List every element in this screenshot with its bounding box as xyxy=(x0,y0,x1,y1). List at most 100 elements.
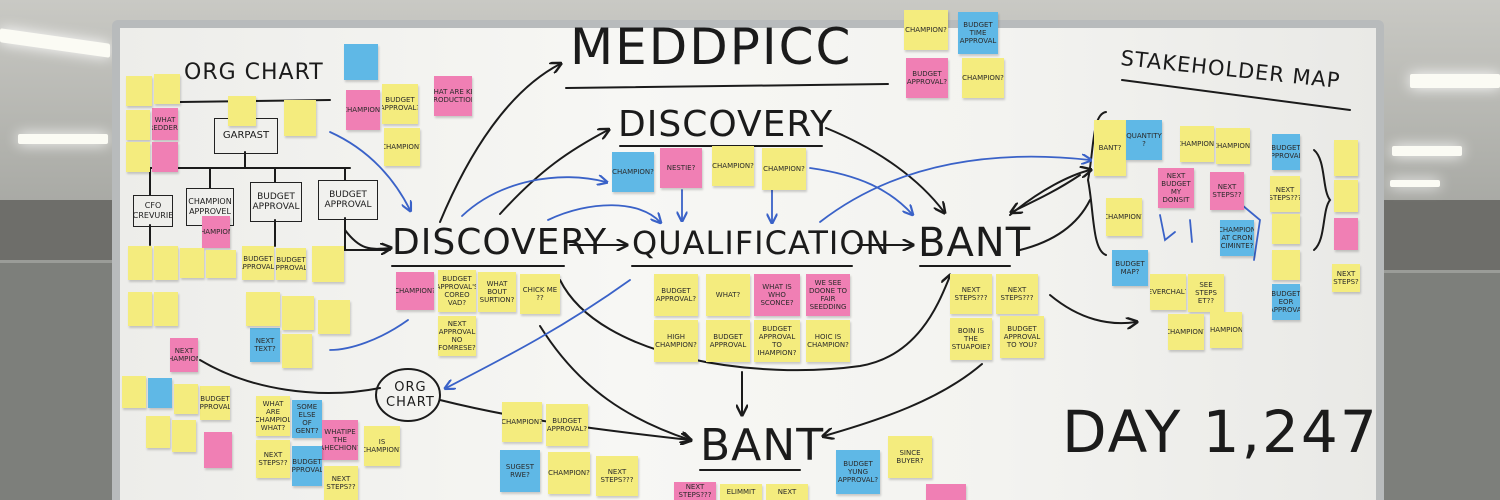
sticky-note-unreadable xyxy=(1272,214,1300,244)
arrow-top-bant xyxy=(825,127,944,212)
org-box-budget-approval: BUDGET APPROVAL xyxy=(250,182,302,222)
sticky-note-unreadable xyxy=(282,296,314,330)
sticky-note: SUGEST RWE? xyxy=(500,450,540,492)
sticky-note-unreadable xyxy=(1272,250,1300,280)
qualification-label: QUALIFICATION xyxy=(632,224,891,262)
blue-arrow xyxy=(446,279,631,388)
sticky-note: HIGH CHAMPION? xyxy=(654,320,698,362)
arrow-org-down xyxy=(344,229,390,249)
sticky-note: CHAMPION? xyxy=(384,128,420,166)
arrow-disc-title xyxy=(439,64,560,223)
sticky-note: NEXT STEPS??? xyxy=(1270,176,1300,212)
stake-bracket-right xyxy=(1313,149,1332,251)
sticky-note: QUANTITY ? xyxy=(1126,120,1162,160)
sticky-note: "CHAMPION?" xyxy=(548,452,590,494)
sticky-note-unreadable xyxy=(206,250,236,278)
sticky-note: NEXT BUDGET MY DONSIT xyxy=(1158,168,1194,208)
arrow-bant-circle xyxy=(1019,199,1091,251)
org-chart-circle xyxy=(375,368,441,422)
ceiling-light xyxy=(1390,180,1440,187)
sticky-note-unreadable xyxy=(1334,140,1358,176)
sticky-note-unreadable xyxy=(154,74,180,104)
sticky-note-unreadable xyxy=(312,246,344,282)
sticky-note: IS CHAMPION? xyxy=(364,426,400,466)
stakeholder-underline xyxy=(1121,79,1351,111)
org-box-cfo: CFO CREVURIE xyxy=(133,195,173,227)
sticky-note: CHAMPION? xyxy=(612,152,654,192)
sticky-note: NEXT APPROVAL NO FOMRESE? xyxy=(438,316,476,356)
sticky-note: CHAMPION? xyxy=(712,146,754,186)
sticky-note-unreadable xyxy=(126,142,150,172)
ceiling-light xyxy=(18,134,108,144)
sticky-note: NEXT STEPS? xyxy=(1332,264,1360,292)
sticky-note: NEXT STEPS??? xyxy=(950,274,992,314)
arrow-loop xyxy=(559,276,950,372)
blue-arrow xyxy=(329,319,409,351)
sticky-note: BUDGET APPROVAL? xyxy=(906,58,948,98)
sticky-note: CHAMPION? xyxy=(202,216,230,248)
org-box-budget-approval: BUDGET APPROVAL xyxy=(318,180,378,220)
ceiling-light xyxy=(1392,146,1462,156)
sticky-note: HOIC IS CHAMPION? xyxy=(806,320,850,362)
sticky-note: CHAMPION? xyxy=(1106,198,1142,236)
sticky-note: BUDGET APPROVAL? xyxy=(546,404,588,446)
sticky-note: CHAMPION? xyxy=(762,148,806,190)
sticky-note: NEXT TEXT? xyxy=(250,328,280,362)
sticky-note: NEXT CHAMPION? xyxy=(170,338,198,372)
sticky-note-unreadable xyxy=(284,100,316,136)
sticky-note-unreadable xyxy=(128,292,152,326)
sticky-note: WHAT? xyxy=(706,274,750,316)
sticky-note: CHAMPION? xyxy=(346,90,380,130)
sticky-note: BUDGET MAP? xyxy=(1112,250,1148,286)
sticky-note: CHAMPION AT CRON CIMINTE? xyxy=(1220,220,1254,256)
sticky-note: ELIMMIT xyxy=(720,484,762,500)
sticky-note: CHAMPION? xyxy=(962,58,1004,98)
sticky-note-unreadable xyxy=(172,420,196,452)
sticky-note-unreadable xyxy=(204,432,232,468)
sticky-note: BUDGET APPROVAL? xyxy=(276,248,306,280)
sticky-note: CHAMPION? xyxy=(1180,126,1214,162)
meddpicc-title: MEDDPICC xyxy=(570,18,853,76)
sticky-note-unreadable xyxy=(318,300,350,334)
sticky-note: BUDGET TIME APPROVAL xyxy=(958,12,998,54)
sticky-note: BOIN IS THE STUAPOIE? xyxy=(950,318,992,360)
sticky-note: BUDGET APPROVAL xyxy=(706,320,750,362)
org-tree-lines xyxy=(149,111,351,196)
sticky-note: CHAMPION? xyxy=(1216,128,1250,164)
sticky-note-unreadable xyxy=(126,110,150,140)
day-counter: DAY 1,247 xyxy=(1062,398,1379,466)
sticky-note: BUDGET APPROVAL? xyxy=(654,274,698,316)
sticky-note: EVERCHAL? xyxy=(1150,274,1186,310)
sticky-note-unreadable xyxy=(152,142,178,172)
sticky-note-unreadable xyxy=(246,292,280,326)
sticky-note: BUDGET APPROVAL TO YOU? xyxy=(1000,316,1044,358)
title-underline xyxy=(565,83,889,89)
sticky-note: CHICK ME ?? xyxy=(520,274,560,314)
blue-arrow xyxy=(329,131,410,210)
sticky-note: WHAT IS WHO SCONCE? xyxy=(754,274,800,316)
cubicle-wall xyxy=(1384,270,1500,500)
arrow-bant-bottom xyxy=(824,363,983,436)
blue-arrow xyxy=(547,204,660,222)
sticky-note-unreadable xyxy=(344,44,378,80)
sticky-note: NESTIE? xyxy=(660,148,702,188)
sticky-note: BUDGET YUNG APPROVAL? xyxy=(836,450,880,494)
blue-arrow xyxy=(819,157,1090,223)
sticky-note: WHAT BOUT SURTION? xyxy=(478,272,516,312)
arrow-stake-bant xyxy=(1012,174,1081,212)
sticky-note: NEXT STEPS??? xyxy=(674,482,716,500)
blue-arrow xyxy=(1235,199,1261,261)
blue-arrow xyxy=(809,167,912,214)
sticky-note: SINCE BUYER? xyxy=(888,436,932,478)
sticky-note-unreadable xyxy=(926,484,966,500)
sticky-note: CHAMPION? xyxy=(904,10,948,50)
sticky-note: BUDGET APPROVAL? xyxy=(1272,134,1300,170)
org-chart-title: ORG CHART xyxy=(184,60,324,85)
sticky-note-unreadable xyxy=(180,248,204,278)
blue-arrow xyxy=(1159,214,1193,243)
sticky-note: BUDGET APPROVAL? xyxy=(292,446,322,486)
sticky-note: NEXT xyxy=(766,484,808,500)
sticky-note: BUDGET APPROVAL? xyxy=(382,84,418,124)
